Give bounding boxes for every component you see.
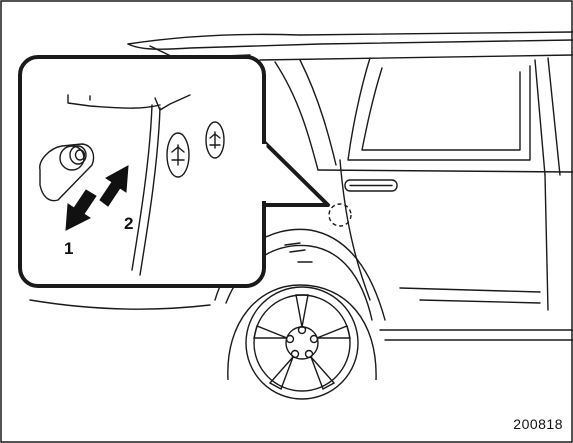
location-marker — [329, 204, 351, 226]
step-2-label: 2 — [124, 214, 133, 233]
magnified-callout: 1 2 — [20, 57, 328, 286]
rear-wheel — [228, 285, 376, 399]
figure-reference-code: 200818 — [513, 416, 563, 432]
step-1-label: 1 — [64, 239, 73, 258]
